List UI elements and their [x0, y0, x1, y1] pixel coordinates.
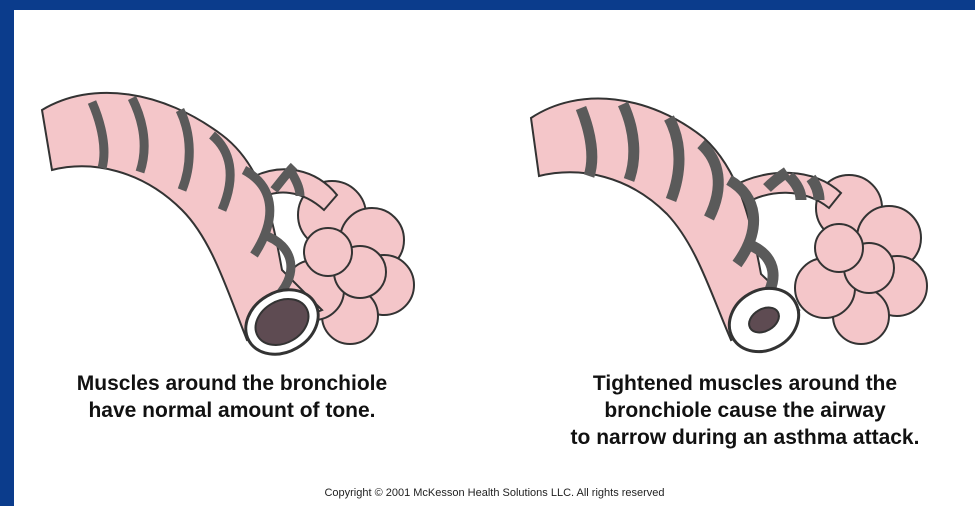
- alveoli-cluster: [795, 175, 927, 344]
- normal-bronchiole-illustration: [32, 40, 442, 360]
- copyright-notice: Copyright © 2001 McKesson Health Solutio…: [14, 487, 975, 499]
- constricted-bronchiole-illustration: [519, 48, 939, 358]
- illustration-panel: Muscles around the bronchiole have norma…: [14, 10, 975, 506]
- constricted-caption: Tightened muscles around the bronchiole …: [510, 370, 975, 451]
- caption-line: to narrow during an asthma attack.: [510, 424, 975, 451]
- caption-line: have normal amount of tone.: [22, 397, 442, 424]
- caption-line: Muscles around the bronchiole: [22, 370, 442, 397]
- caption-line: Tightened muscles around the: [510, 370, 975, 397]
- normal-caption: Muscles around the bronchiole have norma…: [22, 370, 442, 424]
- caption-line: bronchiole cause the airway: [510, 397, 975, 424]
